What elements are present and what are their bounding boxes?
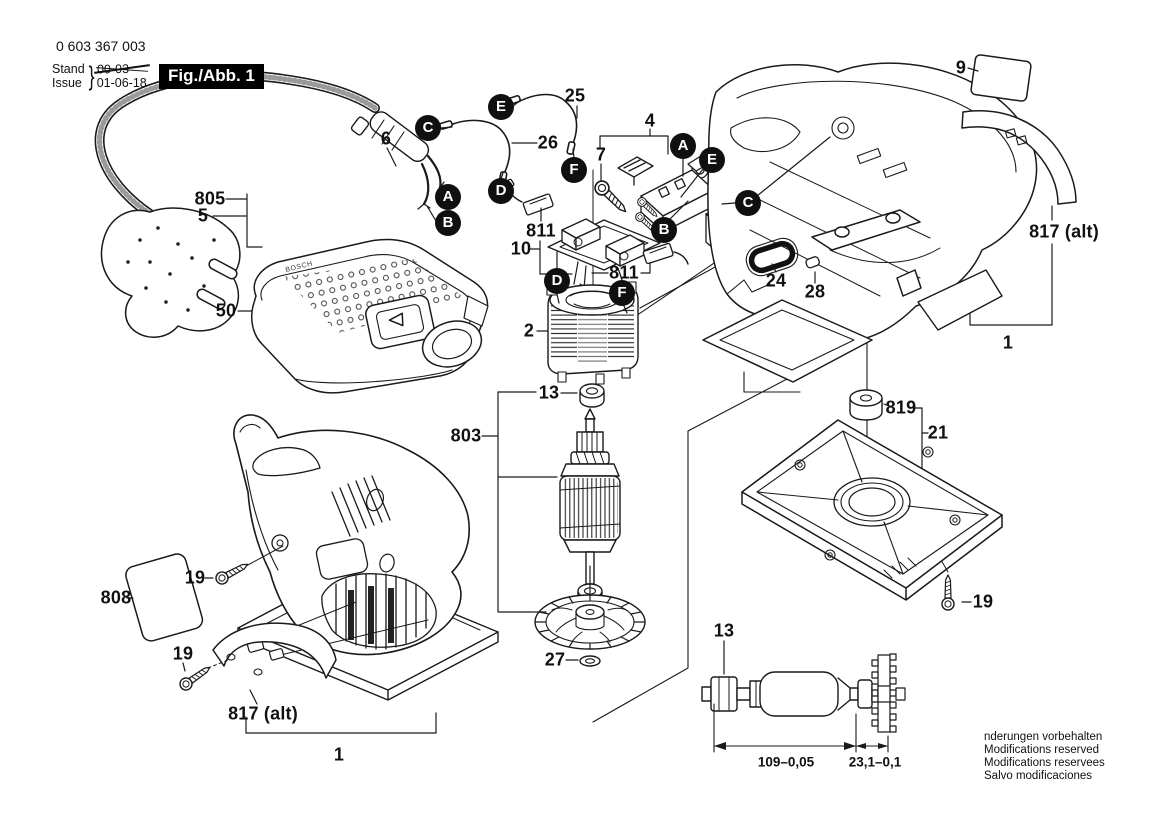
wire-26: [439, 119, 511, 185]
brush-plate-assembly: [502, 169, 689, 301]
callout-26: 26: [537, 132, 559, 153]
callout-13-top: 13: [538, 382, 560, 403]
connector-b-right: B: [651, 217, 677, 243]
callout-19-upper: 19: [184, 567, 206, 588]
callout-4: 4: [644, 110, 656, 131]
base-plate-21: [741, 419, 1003, 601]
callout-817-right: 817 (alt): [1029, 221, 1099, 242]
dust-box-50: BOSCH: [250, 238, 489, 394]
wire-25: [507, 93, 578, 155]
connector-b-left: B: [435, 210, 461, 236]
connector-c-right: C: [735, 190, 761, 216]
callout-19-lower: 19: [172, 643, 194, 664]
callout-28: 28: [804, 281, 826, 302]
connector-a-left: A: [435, 184, 461, 210]
box-clamp: [421, 295, 489, 368]
callout-25: 25: [564, 85, 586, 106]
notice-de: nderungen vorbehalten: [984, 731, 1103, 743]
body-skirt: [321, 573, 437, 650]
brace-glyph: }: [88, 61, 95, 91]
connector-a-right: A: [670, 133, 696, 159]
housing-bridge: [811, 209, 922, 297]
eccentric-gear: [871, 653, 906, 733]
trim-817-right: [961, 110, 1077, 205]
armature-803: [559, 408, 621, 608]
connector-e-left: E: [488, 94, 514, 120]
callout-811-right: 811: [609, 262, 639, 283]
callout-817-bottom: 817 (alt): [228, 703, 298, 724]
stand-label: Stand: [52, 62, 85, 76]
callout-805: 805: [194, 188, 226, 209]
dimension-main: 109–0,05: [757, 754, 815, 770]
brush-holder-right: [605, 234, 645, 267]
issue-date: 01-06-18: [96, 76, 147, 90]
callout-1-right: 1: [1002, 332, 1014, 353]
housing-flange: [917, 269, 1003, 331]
revision-block: Stand Issue } 00-03 01-06-18: [52, 62, 147, 90]
screw-19-lower: [176, 661, 214, 694]
legal-notices: nderungen vorbehalten Modifications rese…: [984, 731, 1105, 783]
mains-plug: [100, 207, 241, 338]
callout-24: 24: [765, 270, 787, 291]
connector-e-right: E: [699, 147, 725, 173]
screw-19-right: [941, 574, 955, 611]
callout-19-right: 19: [972, 591, 994, 612]
callout-5: 5: [197, 205, 209, 226]
armature-side-view: [701, 653, 906, 733]
gasket-24: [745, 237, 799, 277]
dimension-lines: [713, 703, 889, 753]
pin-28: [805, 256, 820, 269]
callout-21: 21: [927, 422, 949, 443]
damper-819: [849, 389, 883, 421]
connector-leaders: [426, 102, 831, 314]
callout-7: 7: [595, 144, 607, 165]
callout-13-inset: 13: [713, 620, 735, 641]
connector-f-mid: F: [609, 280, 635, 306]
callout-6: 6: [380, 128, 392, 149]
callout-50: 50: [215, 300, 237, 321]
sander-body: [233, 414, 499, 701]
callout-1-bottom: 1: [333, 744, 345, 765]
brush-holder-left: [561, 218, 601, 251]
issue-label: Issue: [52, 76, 82, 90]
connector-d-mid: D: [544, 268, 570, 294]
callout-9: 9: [955, 57, 967, 78]
connector-d-left: D: [488, 178, 514, 204]
figure-label: Fig./Abb. 1: [159, 64, 264, 89]
dimension-end: 23,1–0,1: [848, 754, 902, 770]
leader-lines: [126, 67, 1053, 734]
nameplate-9: [970, 54, 1032, 102]
callout-10: 10: [510, 238, 532, 259]
part-number: 0 603 367 003: [56, 38, 146, 54]
upper-housing: [702, 62, 1038, 393]
callout-811-left: 811: [526, 220, 556, 241]
washer-27: [579, 655, 601, 667]
carbon-brush-811-right: [642, 242, 689, 265]
old-date: 00-03: [97, 62, 147, 77]
callout-2: 2: [523, 320, 535, 341]
screw-7: [591, 177, 632, 218]
pad-808: [125, 553, 204, 642]
notice-en: Modifications reserved: [984, 744, 1100, 756]
callout-803: 803: [450, 425, 482, 446]
notice-es: Salvo modificaciones: [984, 770, 1093, 782]
trim-817-bottom: [212, 622, 337, 679]
housing-foot: [702, 299, 873, 393]
connector-c-left: C: [415, 115, 441, 141]
connector-f-left: F: [561, 157, 587, 183]
fan: [534, 565, 646, 650]
callout-808: 808: [100, 587, 132, 608]
box-slider: [365, 294, 435, 350]
cord-grip: [350, 111, 430, 162]
callout-819: 819: [885, 397, 917, 418]
callout-27: 27: [544, 649, 566, 670]
bearing-13-top: [579, 383, 605, 408]
screw-19-upper: [213, 558, 252, 587]
notice-fr: Modifications reservees: [984, 757, 1105, 769]
